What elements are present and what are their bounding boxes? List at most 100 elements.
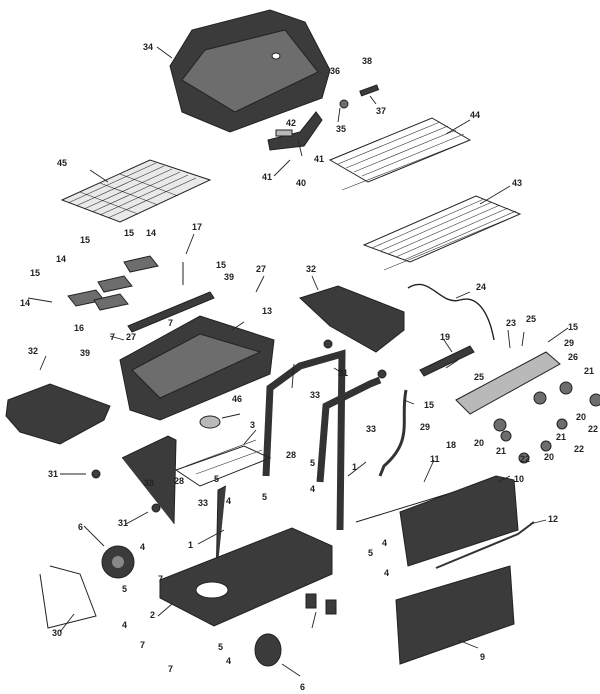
front-panel-part (399, 475, 519, 567)
callout-4-b: 4 (226, 496, 231, 506)
cart-base-part (159, 527, 333, 627)
callout-5-d: 5 (368, 548, 373, 558)
callout-22-a: 22 (520, 454, 530, 464)
side-shelf-left (5, 383, 111, 445)
callout-30: 30 (52, 628, 62, 638)
callout-33-c: 33 (144, 478, 154, 488)
callout-20-a: 20 (474, 438, 484, 448)
callout-21-b: 21 (496, 446, 506, 456)
callout-1-b: 1 (188, 540, 193, 550)
ignitor-tube (355, 491, 455, 523)
callout-17: 17 (192, 222, 202, 232)
callout-43: 43 (512, 178, 522, 188)
callout-45: 45 (57, 158, 67, 168)
callout-32-b: 32 (306, 264, 316, 274)
callout-36: 36 (330, 66, 340, 76)
control-panel-part (419, 345, 561, 415)
callout-25-a: 25 (526, 314, 536, 324)
callout-39-a: 39 (224, 272, 234, 282)
bottom-grate-part (174, 439, 272, 487)
callout-15-d: 15 (30, 268, 40, 278)
callout-22-b: 22 (574, 444, 584, 454)
callout-40: 40 (296, 178, 306, 188)
callout-4-g: 4 (226, 656, 231, 666)
callout-15-b: 15 (124, 228, 134, 238)
callout-5-b: 5 (214, 474, 219, 484)
callout-33-d: 33 (198, 498, 208, 508)
callout-10: 10 (514, 474, 524, 484)
towel-bar-part (435, 521, 535, 569)
callout-13: 13 (262, 306, 272, 316)
cooking-grate-part (362, 195, 522, 271)
callout-27-b: 27 (126, 332, 136, 342)
callout-35: 35 (336, 124, 346, 134)
callout-15-f: 15 (424, 400, 434, 410)
callout-46: 46 (232, 394, 242, 404)
callout-2: 2 (150, 610, 155, 620)
callout-11: 11 (430, 454, 440, 464)
lid-handle-part (267, 111, 323, 151)
leader-lines (27, 46, 569, 677)
tank-support-wire (39, 565, 97, 629)
callout-28-b: 28 (174, 476, 184, 486)
callout-21-a: 21 (584, 366, 594, 376)
lid-part (169, 9, 331, 133)
callout-7-b: 7 (168, 318, 173, 328)
callout-4-a: 4 (310, 484, 315, 494)
callout-4-f: 4 (122, 620, 127, 630)
callout-4-c: 4 (140, 542, 145, 552)
caster-part (305, 593, 337, 615)
cabinet-door-part (395, 565, 515, 665)
callout-28-a: 28 (286, 450, 296, 460)
leg-cap (91, 469, 101, 479)
callout-20-c: 20 (576, 412, 586, 422)
warming-rack-part (328, 117, 472, 191)
side-shelf-right (299, 285, 405, 353)
callout-6-b: 6 (300, 682, 305, 692)
callout-7-d: 7 (140, 640, 145, 650)
callout-14-c: 14 (20, 298, 30, 308)
callout-6-a: 6 (78, 522, 83, 532)
knob-seal-part (199, 415, 221, 429)
callout-34: 34 (143, 42, 153, 52)
regulator-hose (378, 389, 408, 477)
control-knobs (493, 381, 600, 464)
callout-18: 18 (446, 440, 456, 450)
callout-41-b: 41 (262, 172, 272, 182)
callout-5-a: 5 (310, 458, 315, 468)
callout-7-a: 7 (110, 332, 115, 342)
callout-37: 37 (376, 106, 386, 116)
thermometer-hardware (339, 84, 380, 109)
callout-33-a: 33 (310, 390, 320, 400)
callout-12: 12 (548, 514, 558, 524)
callout-39-b: 39 (80, 348, 90, 358)
callout-15-c: 15 (216, 260, 226, 270)
callout-29-b: 29 (420, 422, 430, 432)
callout-19: 19 (440, 332, 450, 342)
callout-9: 9 (480, 652, 485, 662)
callout-25-b: 25 (474, 372, 484, 382)
callout-38: 38 (362, 56, 372, 66)
callout-31-c: 31 (338, 368, 348, 378)
callout-42: 42 (286, 118, 296, 128)
callout-24: 24 (476, 282, 486, 292)
callout-4-e: 4 (384, 568, 389, 578)
callout-14-b: 14 (56, 254, 66, 264)
callout-27-a: 27 (256, 264, 266, 274)
callout-5-f: 5 (218, 642, 223, 652)
callout-31-a: 31 (48, 469, 58, 479)
callout-5-e: 5 (122, 584, 127, 594)
callout-21-c: 21 (556, 432, 566, 442)
callout-7-c: 7 (158, 574, 163, 584)
callout-44: 44 (470, 110, 480, 120)
callout-16: 16 (74, 323, 84, 333)
gas-hose-part (407, 283, 495, 341)
firebox-part (119, 315, 275, 421)
callout-3: 3 (250, 420, 255, 430)
callout-33-b: 33 (366, 424, 376, 434)
callout-7-e: 7 (168, 664, 173, 674)
callout-20-b: 20 (544, 452, 554, 462)
callout-32-a: 32 (28, 346, 38, 356)
callout-labels: 34 36 38 37 35 42 41 41 40 44 43 45 15 1… (20, 42, 598, 692)
